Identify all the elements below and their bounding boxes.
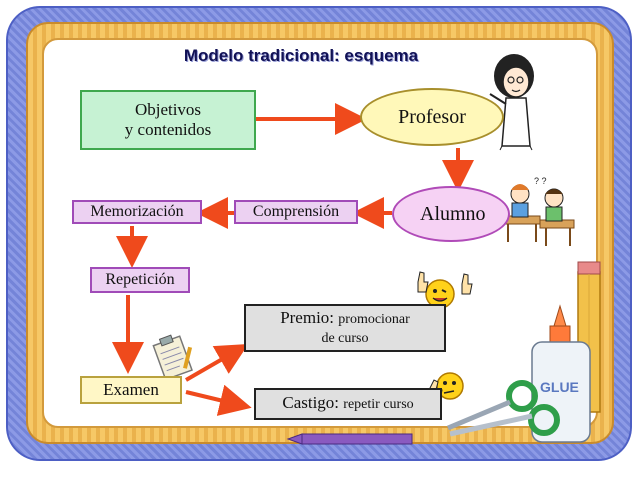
thumbs-up-smiley-icon: [417, 271, 473, 309]
scissors-icon: [447, 380, 560, 437]
arrow-examen-premio: [185, 344, 249, 382]
node-premio-label: Premio:: [280, 308, 335, 327]
svg-text:GLUE: GLUE: [540, 379, 579, 395]
node-castigo: Castigo: repetir curso: [254, 388, 442, 420]
node-repeticion: Repetición: [90, 267, 190, 293]
node-examen-label: Examen: [103, 380, 159, 399]
node-examen: Examen: [80, 376, 182, 404]
crayon-icon: [286, 433, 413, 445]
clipboard-icon: [152, 334, 193, 381]
node-premio: Premio: promocionar de curso: [244, 304, 446, 352]
node-castigo-label: Castigo:: [282, 393, 340, 412]
node-premio-detail2: de curso: [321, 331, 369, 346]
node-premio-detail1: promocionar: [338, 312, 410, 327]
node-alumno: Alumno: [392, 186, 510, 242]
node-memorizacion: Memorización: [72, 200, 202, 224]
node-profesor-label: Profesor: [398, 106, 466, 128]
node-objetivos: Objetivos y contenidos: [80, 90, 256, 150]
svg-text:? ?: ? ?: [534, 176, 547, 186]
diagram-title: Modelo tradicional: esquema: [183, 46, 419, 65]
node-repeticion-label: Repetición: [105, 271, 175, 288]
students-icon: ? ?: [503, 176, 575, 246]
node-objetivos-line1: Objetivos: [134, 100, 202, 119]
node-castigo-line: Castigo: repetir curso: [282, 393, 413, 415]
node-comprension-label: Comprensión: [252, 203, 340, 220]
node-comprension: Comprensión: [234, 200, 358, 224]
node-profesor: Profesor: [360, 88, 504, 146]
node-objetivos-line2: y contenidos: [124, 120, 212, 139]
node-alumno-label: Alumno: [420, 203, 486, 225]
node-memorizacion-label: Memorización: [90, 203, 184, 220]
teacher-icon: [489, 54, 534, 151]
node-castigo-detail: repetir curso: [343, 397, 414, 412]
node-premio-line1: Premio: promocionar: [280, 308, 410, 329]
arrow-examen-castigo: [185, 384, 252, 416]
